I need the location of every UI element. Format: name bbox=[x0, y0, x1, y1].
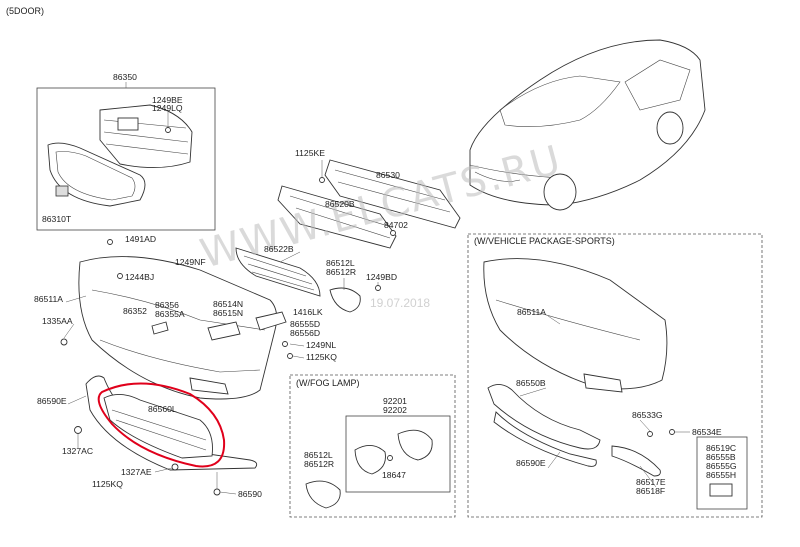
label-1249NF[interactable]: 1249NF bbox=[175, 257, 206, 267]
clip-86533G[interactable] bbox=[647, 431, 653, 437]
sports-package-title: (W/VEHICLE PACKAGE-SPORTS) bbox=[474, 236, 615, 246]
label-86512R[interactable]: 86512R bbox=[326, 267, 356, 277]
label-86560L[interactable]: 86560L bbox=[148, 404, 177, 414]
label-86355A[interactable]: 86355A bbox=[155, 309, 185, 319]
screw-1249NL[interactable] bbox=[282, 341, 288, 347]
label-86519C[interactable]: 86519C bbox=[706, 443, 736, 453]
label-1416LK[interactable]: 1416LK bbox=[293, 307, 323, 317]
label-1249LQ[interactable]: 1249LQ bbox=[152, 103, 183, 113]
label-1335AA[interactable]: 1335AA bbox=[42, 316, 73, 326]
label-sports-86511A[interactable]: 86511A bbox=[517, 307, 546, 317]
lower-lip-86590E[interactable] bbox=[85, 375, 258, 471]
label-86590E[interactable]: 86590E bbox=[37, 396, 67, 406]
bumper-brackets[interactable] bbox=[151, 311, 287, 341]
label-86515N[interactable]: 86515N bbox=[213, 308, 243, 318]
label-86522B[interactable]: 86522B bbox=[264, 244, 294, 254]
label-1249BE[interactable]: 1249BE bbox=[152, 95, 183, 105]
watermark-date: 19.07.2018 bbox=[370, 296, 430, 310]
sports-emblem-box bbox=[696, 436, 748, 510]
label-86533G[interactable]: 86533G bbox=[632, 410, 663, 420]
radiator-grille[interactable] bbox=[99, 104, 193, 169]
label-86555H[interactable]: 86555H bbox=[706, 470, 736, 480]
watermark-site: WWW.ELCATS.RU bbox=[196, 137, 567, 278]
label-86356[interactable]: 86356 bbox=[155, 300, 179, 310]
fog-lamp-assembly[interactable] bbox=[354, 429, 433, 475]
label-1327AC[interactable]: 1327AC bbox=[62, 446, 93, 456]
fog-lamp-bezel[interactable] bbox=[305, 480, 341, 509]
label-86517E[interactable]: 86517E bbox=[636, 477, 666, 487]
label-1125KQ[interactable]: 1125KQ bbox=[306, 352, 337, 362]
nut-1327AE[interactable] bbox=[171, 463, 179, 471]
label-86352[interactable]: 86352 bbox=[123, 306, 147, 316]
label-86518F[interactable]: 86518F bbox=[636, 486, 665, 496]
label-fog-86512L[interactable]: 86512L bbox=[304, 450, 333, 460]
label-1491AD[interactable]: 1491AD bbox=[125, 234, 156, 244]
lower-grille[interactable] bbox=[235, 247, 321, 297]
fog-lamp-box bbox=[289, 374, 456, 518]
sports-emblem[interactable] bbox=[709, 483, 733, 497]
label-86514N[interactable]: 86514N bbox=[213, 299, 243, 309]
highlight-circle bbox=[97, 382, 226, 468]
sports-bumper-cover[interactable] bbox=[483, 258, 668, 393]
label-86512L[interactable]: 86512L bbox=[326, 258, 355, 268]
car-illustration bbox=[469, 39, 706, 211]
clip-1244BJ[interactable] bbox=[117, 273, 123, 279]
fog-lamp-cover[interactable] bbox=[329, 287, 361, 313]
clip-1491AD[interactable] bbox=[107, 239, 113, 245]
emblem[interactable] bbox=[55, 185, 69, 197]
label-86555B[interactable]: 86555B bbox=[706, 452, 736, 462]
front-bumper-beam[interactable] bbox=[324, 159, 461, 229]
label-86520B[interactable]: 86520B bbox=[325, 199, 355, 209]
label-18647[interactable]: 18647 bbox=[382, 470, 406, 480]
label-86350[interactable]: 86350 bbox=[113, 72, 137, 82]
screw-1125KQ[interactable] bbox=[287, 353, 293, 359]
label-86511A[interactable]: 86511A bbox=[34, 294, 63, 304]
label-86555D[interactable]: 86555D bbox=[290, 319, 320, 329]
label-86550B[interactable]: 86550B bbox=[516, 378, 546, 388]
sports-side-trim[interactable] bbox=[611, 445, 661, 477]
fog-lamp-inner-box bbox=[345, 415, 451, 493]
under-cover-86560L[interactable] bbox=[103, 394, 213, 459]
label-86555G[interactable]: 86555G bbox=[706, 461, 737, 471]
label-92201[interactable]: 92201 bbox=[383, 396, 407, 406]
energy-absorber[interactable] bbox=[277, 185, 397, 249]
label-1327AE[interactable]: 1327AE bbox=[121, 467, 152, 477]
nut-1327AC[interactable] bbox=[74, 426, 82, 434]
label-1125KE[interactable]: 1125KE bbox=[295, 148, 325, 158]
variant-label: (5DOOR) bbox=[6, 6, 44, 16]
sports-package-box bbox=[467, 233, 763, 518]
label-1249BD[interactable]: 1249BD bbox=[366, 272, 397, 282]
fastener-1335AA[interactable] bbox=[60, 338, 68, 346]
label-1249NL[interactable]: 1249NL bbox=[306, 340, 336, 350]
bolt-86590[interactable] bbox=[213, 488, 221, 496]
label-84702[interactable]: 84702 bbox=[384, 220, 408, 230]
label-86310T[interactable]: 86310T bbox=[42, 214, 72, 224]
sports-lower-trim[interactable] bbox=[487, 384, 601, 467]
clip-86534E[interactable] bbox=[669, 429, 675, 435]
label-86556D[interactable]: 86556D bbox=[290, 328, 320, 338]
front-bumper-cover[interactable] bbox=[78, 256, 278, 400]
beam-nut[interactable] bbox=[390, 230, 396, 236]
fog-lamp-title: (W/FOG LAMP) bbox=[296, 378, 360, 388]
label-sports-86590E[interactable]: 86590E bbox=[516, 458, 546, 468]
cover-screw[interactable] bbox=[375, 285, 381, 291]
beam-bolt[interactable] bbox=[319, 177, 325, 183]
label-1125KQ-lower[interactable]: 1125KQ bbox=[92, 479, 123, 489]
label-86534E[interactable]: 86534E bbox=[692, 427, 722, 437]
grille-screw[interactable] bbox=[165, 127, 171, 133]
label-92202[interactable]: 92202 bbox=[383, 405, 407, 415]
label-1244BJ[interactable]: 1244BJ bbox=[125, 272, 154, 282]
leader-lines bbox=[63, 251, 690, 495]
label-86590[interactable]: 86590 bbox=[238, 489, 262, 499]
label-fog-86512R[interactable]: 86512R bbox=[304, 459, 334, 469]
label-86530[interactable]: 86530 bbox=[376, 170, 400, 180]
